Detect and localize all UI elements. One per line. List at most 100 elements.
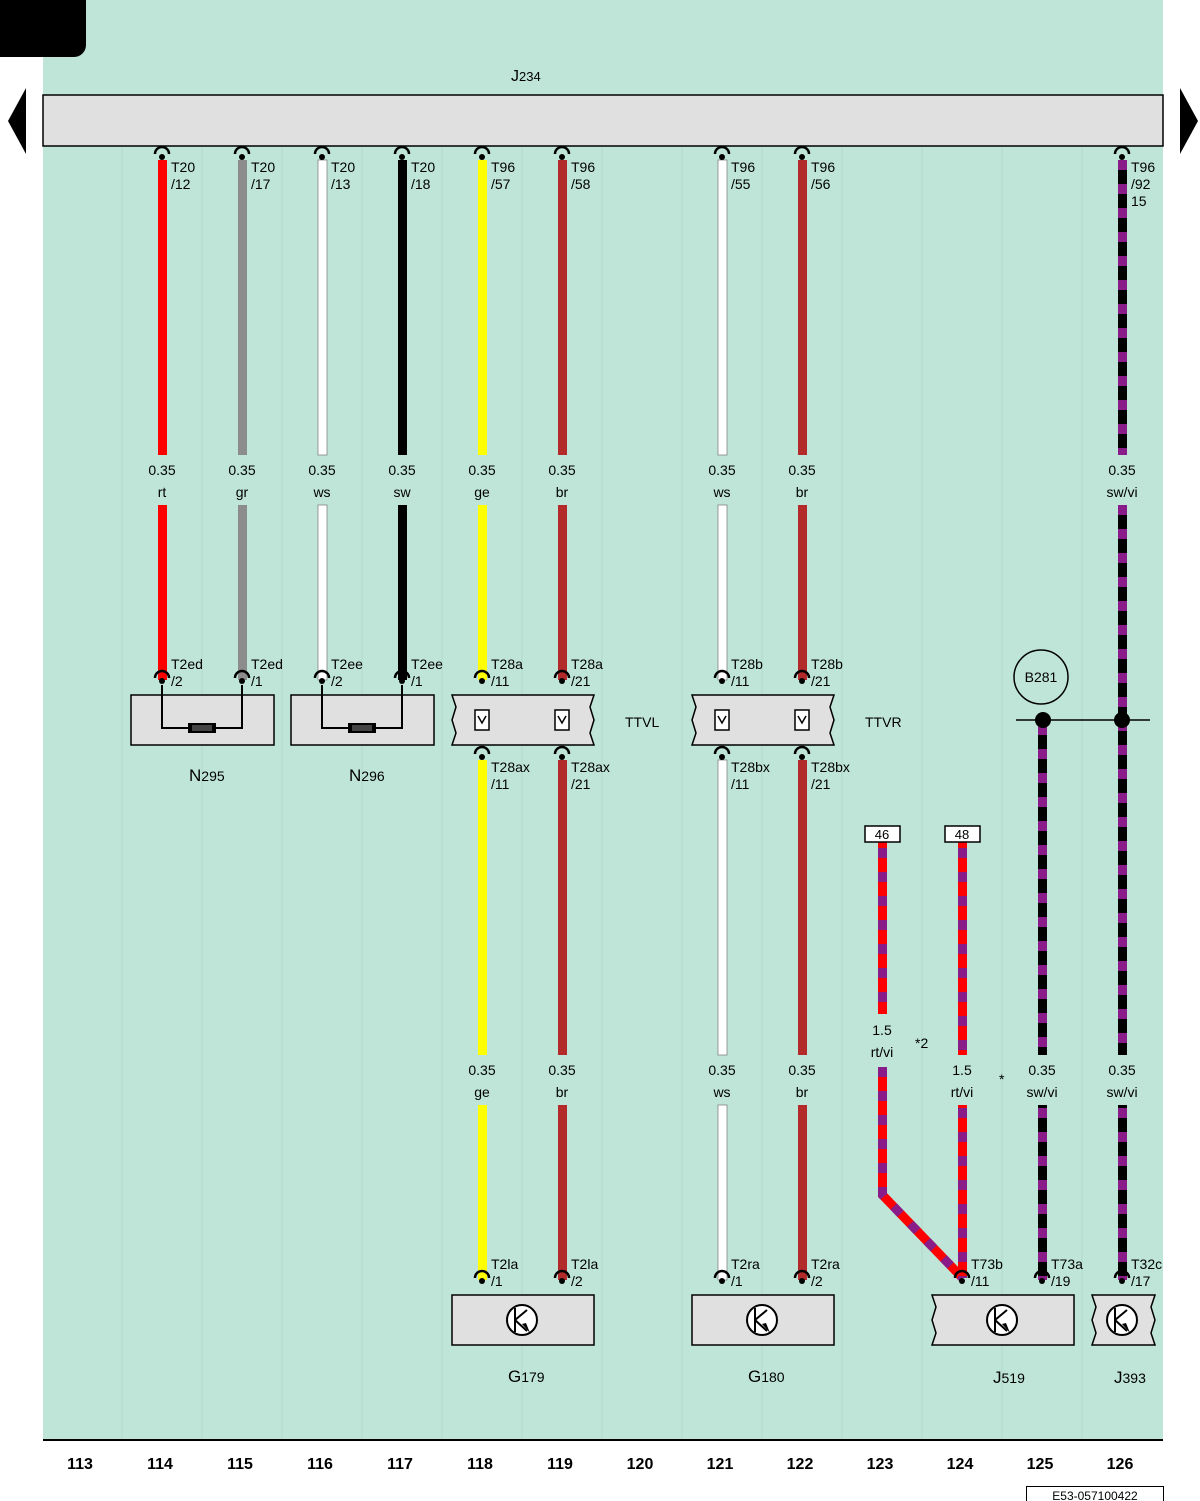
pin-label: /57 (491, 176, 511, 192)
wire-size: 0.35 (708, 1062, 735, 1078)
wire-color: ge (474, 484, 490, 500)
pin-label: /1 (411, 673, 423, 689)
bottom-pin-labels: T2la /1 T2la /2 T2ra /1 T2ra /2 T73b /11… (491, 1256, 1162, 1289)
wire-color: sw (393, 484, 411, 500)
junction-dot (1035, 712, 1051, 728)
column-guides (121, 145, 1083, 1440)
document-code: E53-057100422 (1026, 1486, 1164, 1501)
pin-label: /2 (571, 1273, 583, 1289)
wire-size: 0.35 (788, 462, 815, 478)
pin-label: /11 (971, 1273, 990, 1289)
column-number: 123 (867, 1456, 894, 1473)
pin-label: T28a (571, 656, 603, 672)
pin-label: T73b (971, 1256, 1003, 1272)
wire-size: 0.35 (708, 462, 735, 478)
pin-label: T32c (1131, 1256, 1162, 1272)
wire-color: rt/vi (871, 1044, 894, 1060)
page-corner-tab[interactable] (0, 0, 86, 57)
wire-size: 0.35 (1108, 1062, 1135, 1078)
wire-size: 0.35 (308, 462, 335, 478)
column-number: 125 (1027, 1456, 1054, 1473)
wire-reference-46: 46 (864, 825, 901, 843)
component-label-j393: J393 (1114, 1368, 1146, 1387)
wire-reference-48: 48 (944, 825, 981, 843)
pin-label: /18 (411, 176, 431, 192)
pin-label: /92 (1131, 176, 1151, 192)
footnote-marker: *2 (915, 1035, 928, 1051)
wire-labels-upper: 0.35 rt 0.35 gr 0.35 ws 0.35 sw 0.35 ge … (148, 462, 1137, 500)
wire-color: ws (312, 484, 330, 500)
wires-bottom (478, 1067, 1127, 1282)
component-j519 (930, 1294, 1075, 1346)
pin-label: /11 (731, 776, 750, 792)
connector-ttvl: TTVL (450, 694, 659, 746)
pin-label: T20 (411, 159, 435, 175)
wire-size: 0.35 (1108, 462, 1135, 478)
wire-color: rt (158, 484, 167, 500)
component-label-n296: N296 (349, 766, 385, 785)
svg-text:46: 46 (875, 827, 889, 842)
column-number: 122 (787, 1456, 814, 1473)
column-number: 113 (67, 1456, 93, 1473)
wire-color: ge (474, 1084, 490, 1100)
wire-size: 0.35 (388, 462, 415, 478)
wires-lower (478, 759, 967, 1056)
component-label-j519: J519 (993, 1368, 1025, 1387)
pin-label: T73a (1051, 1256, 1083, 1272)
pin-label: /2 (171, 673, 183, 689)
wire-color: sw/vi (1106, 484, 1137, 500)
pin-label: /17 (251, 176, 271, 192)
wire-color: br (796, 484, 809, 500)
pin-label: T28b (731, 656, 763, 672)
pin-label: T96 (571, 159, 595, 175)
next-page-arrow-icon[interactable] (1180, 88, 1198, 154)
sensor-icon (506, 1304, 538, 1336)
column-number: 119 (547, 1456, 573, 1473)
pin-label: /2 (331, 673, 343, 689)
component-n295 (130, 685, 275, 746)
component-j393 (1090, 1294, 1157, 1346)
pin-label: T2la (571, 1256, 598, 1272)
pin-label: /11 (491, 776, 510, 792)
wire-labels-lower: 0.35 ge 0.35 br 0.35 ws 0.35 br 1.5 rt/v… (468, 1022, 1137, 1100)
pin-label: T20 (331, 159, 355, 175)
wire-color: sw/vi (1026, 1084, 1057, 1100)
wire-color: gr (236, 484, 249, 500)
pin-label: T96 (811, 159, 835, 175)
wire-color: rt/vi (951, 1084, 974, 1100)
wires-upper (158, 159, 1127, 456)
pin-label: T2ra (811, 1256, 840, 1272)
wire-size: 0.35 (468, 462, 495, 478)
control-unit-icon (986, 1304, 1018, 1336)
wire-color: sw/vi (1106, 1084, 1137, 1100)
ground-label: B281 (1025, 669, 1058, 685)
pin-label: /21 (571, 673, 591, 689)
pin-label: T2ra (731, 1256, 760, 1272)
wire-color: ws (712, 484, 730, 500)
column-number: 117 (387, 1456, 413, 1473)
component-label-n295: N295 (189, 766, 225, 785)
column-number: 124 (947, 1456, 974, 1473)
footnote-marker: * (999, 1071, 1005, 1087)
pin-label: T2ee (331, 656, 363, 672)
pin-label: /2 (811, 1273, 823, 1289)
pin-label: /12 (171, 176, 191, 192)
mid-pin-labels: T2ed /2 T2ed /1 T2ee /2 T2ee /1 T28a /11… (171, 656, 850, 792)
previous-page-arrow-icon[interactable] (8, 88, 26, 154)
pin-label: /17 (1131, 1273, 1151, 1289)
wire-size: 0.35 (228, 462, 255, 478)
pin-label: /56 (811, 176, 831, 192)
pin-label: T2ed (251, 656, 283, 672)
pin-label: T28a (491, 656, 523, 672)
wire-size: 0.35 (468, 1062, 495, 1078)
pin-label: T96 (491, 159, 515, 175)
wire-size: 1.5 (952, 1062, 972, 1078)
wires-mid (158, 504, 1127, 1055)
pin-label: 15 (1131, 193, 1147, 209)
pin-label: /58 (571, 176, 591, 192)
wire-size: 0.35 (148, 462, 175, 478)
pin-label: T96 (1131, 159, 1155, 175)
control-unit-bus (42, 94, 1164, 147)
component-n296 (290, 685, 435, 746)
